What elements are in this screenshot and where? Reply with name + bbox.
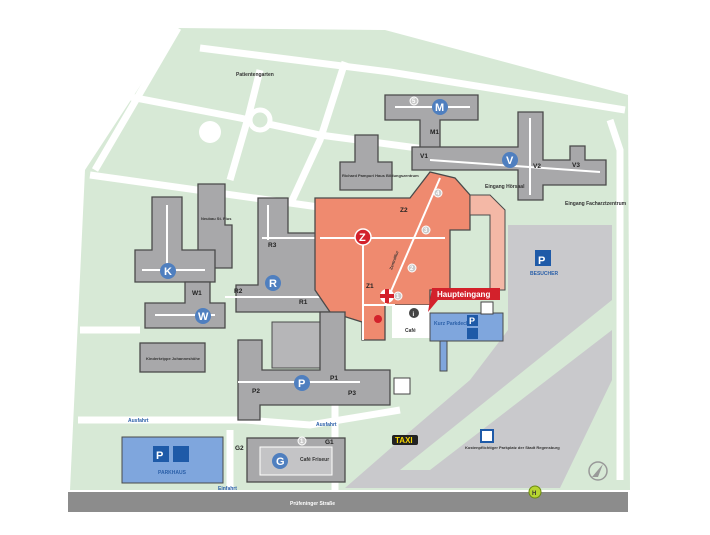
svg-text:Kurz Parkdeck: Kurz Parkdeck — [434, 321, 469, 327]
building-kita[interactable]: Kinderkrippe Johanneshöhe — [139, 342, 206, 373]
emergency-icon[interactable] — [374, 315, 382, 323]
parking-garage[interactable]: P PARKHAUS — [121, 436, 224, 484]
svg-text:Z1: Z1 — [366, 283, 374, 290]
svg-text:R2: R2 — [234, 288, 243, 295]
exit-label: Ausfahrt — [128, 418, 149, 424]
city-parking-label: Kostenpflichtiger Parkplatz der Stadt Re… — [465, 445, 560, 450]
svg-text:Richard Pampuri Haus Bildungsz: Richard Pampuri Haus Bildungszentrum — [342, 173, 419, 178]
svg-text:W: W — [198, 311, 209, 323]
svg-text:M: M — [435, 102, 444, 114]
building-z[interactable]: Z Z2 Z1 4 3 2 1 Zentralflur — [314, 171, 506, 341]
svg-text:V3: V3 — [572, 162, 580, 169]
svg-text:V1: V1 — [420, 153, 428, 160]
wheelchair-icon — [173, 446, 189, 462]
garden-label: Patientengarten — [236, 72, 274, 78]
svg-text:Neubau St. Pius: Neubau St. Pius — [201, 216, 232, 221]
svg-text:G2: G2 — [235, 445, 244, 452]
entrance-hoersaal-label: Eingang Hörsaal — [485, 184, 525, 190]
compass-icon — [588, 461, 608, 481]
building-g[interactable]: G Café Friseur 1 G1 G2 — [235, 436, 346, 483]
svg-text:Z2: Z2 — [400, 207, 408, 214]
first-aid-icon[interactable] — [380, 289, 394, 303]
building-w[interactable]: W W1 — [144, 281, 226, 329]
entrance-facharzt-label: Eingang Facharztzentrum — [565, 201, 627, 207]
svg-text:P1: P1 — [330, 375, 338, 382]
visitor-parking-icon[interactable] — [535, 250, 551, 266]
building-r[interactable]: R R3 R2 R1 — [225, 197, 380, 313]
svg-text:P2: P2 — [252, 388, 260, 395]
svg-text:1: 1 — [396, 294, 400, 300]
svg-text:P3: P3 — [348, 390, 356, 397]
main-entrance-banner[interactable]: Haupteingang — [428, 288, 500, 312]
svg-text:P: P — [469, 316, 475, 326]
svg-text:V2: V2 — [533, 163, 541, 170]
svg-text:G1: G1 — [325, 439, 334, 446]
svg-text:3: 3 — [424, 228, 428, 234]
green-strip — [560, 380, 612, 488]
svg-text:R: R — [269, 278, 277, 290]
svg-text:1: 1 — [300, 439, 304, 445]
green-strip — [400, 300, 612, 470]
svg-text:TAXI: TAXI — [395, 436, 413, 445]
ramp-icon — [480, 301, 494, 315]
street — [68, 492, 628, 512]
svg-text:Zentralflur: Zentralflur — [388, 250, 400, 271]
svg-text:G: G — [276, 456, 285, 468]
svg-text:5: 5 — [412, 99, 416, 105]
svg-text:PARKHAUS: PARKHAUS — [158, 470, 187, 476]
svg-text:K: K — [164, 266, 172, 278]
entry-label: Einfahrt — [218, 486, 237, 492]
roundabout — [247, 107, 273, 133]
svg-text:Kinderkrippe Johanneshöhe: Kinderkrippe Johanneshöhe — [146, 356, 201, 361]
short-term-parking[interactable]: Kurz Parkdeck P — [429, 301, 504, 372]
visitors-label: BESUCHER — [530, 271, 558, 277]
helipad-icon — [199, 121, 221, 143]
info-icon — [409, 308, 419, 318]
visitor-parking-lot — [345, 225, 612, 488]
building-k[interactable]: K — [134, 196, 216, 283]
building-pampuri[interactable]: Richard Pampuri Haus Bildungszentrum — [339, 134, 419, 191]
chapel-icon — [393, 377, 411, 395]
svg-text:V: V — [506, 155, 514, 167]
building-v[interactable]: V V1 V2 V3 — [411, 111, 607, 201]
svg-text:R1: R1 — [299, 299, 308, 306]
svg-text:M1: M1 — [430, 129, 439, 136]
svg-text:i: i — [413, 312, 415, 318]
svg-text:P: P — [156, 450, 163, 462]
building-p[interactable]: P P1 P2 P3 — [237, 311, 411, 421]
street-label: Prüfeninger Straße — [290, 501, 335, 507]
cafe[interactable]: i Café — [392, 305, 430, 338]
svg-text:P: P — [298, 378, 305, 390]
svg-text:4: 4 — [436, 191, 440, 197]
taxi-stand[interactable]: TAXI — [392, 435, 418, 445]
svg-text:W1: W1 — [192, 290, 202, 297]
wheelchair-icon — [467, 328, 478, 339]
svg-text:Haupteingang: Haupteingang — [437, 290, 490, 299]
parking-letter: P — [538, 255, 545, 267]
svg-text:Z: Z — [359, 232, 366, 244]
bus-stop-letter: H — [532, 491, 536, 497]
ticket-machine-icon[interactable] — [480, 429, 494, 443]
svg-text:2: 2 — [410, 266, 414, 272]
svg-text:Café Friseur: Café Friseur — [300, 457, 329, 463]
bus-stop-icon[interactable] — [528, 485, 542, 499]
svg-text:Café: Café — [405, 328, 416, 334]
exit-label-2: Ausfahrt — [316, 422, 337, 428]
svg-text:R3: R3 — [268, 242, 277, 249]
